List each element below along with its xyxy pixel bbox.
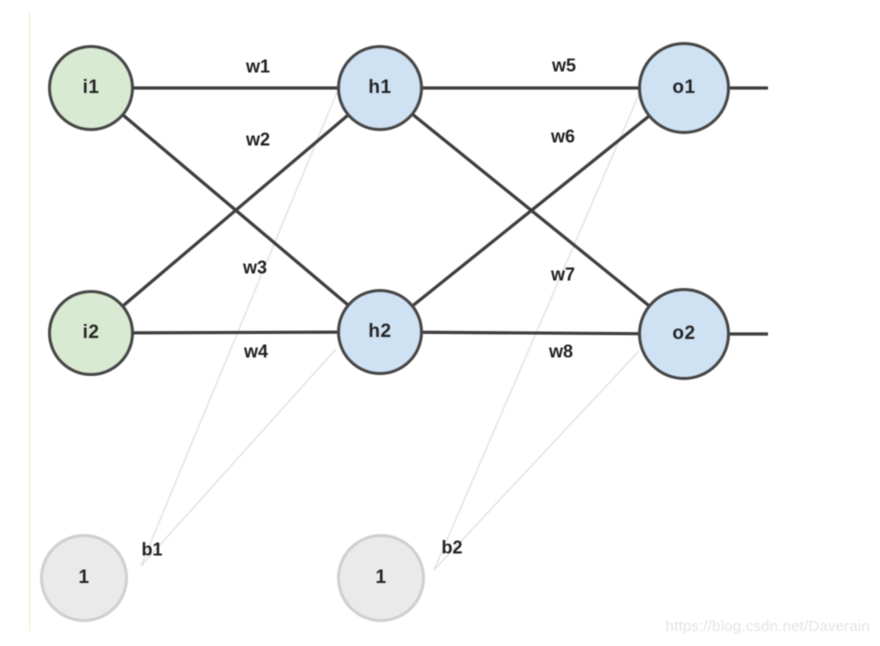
- edge-i2-h2-w4: [90, 330, 381, 335]
- bias-edge-b1-h1: [140, 91, 338, 567]
- page-edge-rule: [29, 12, 30, 632]
- bias-edge-b2-o2: [433, 350, 640, 571]
- bias-edge-b2-o1: [433, 91, 641, 571]
- bias-edge-b1-h2: [140, 348, 337, 567]
- watermark: https://blog.csdn.net/Daverain: [665, 618, 870, 635]
- edge-h1-o2-w7: [378, 86, 686, 336]
- edge-i1-h2-w3: [89, 86, 382, 334]
- edge-h2-o2-w8: [379, 330, 685, 336]
